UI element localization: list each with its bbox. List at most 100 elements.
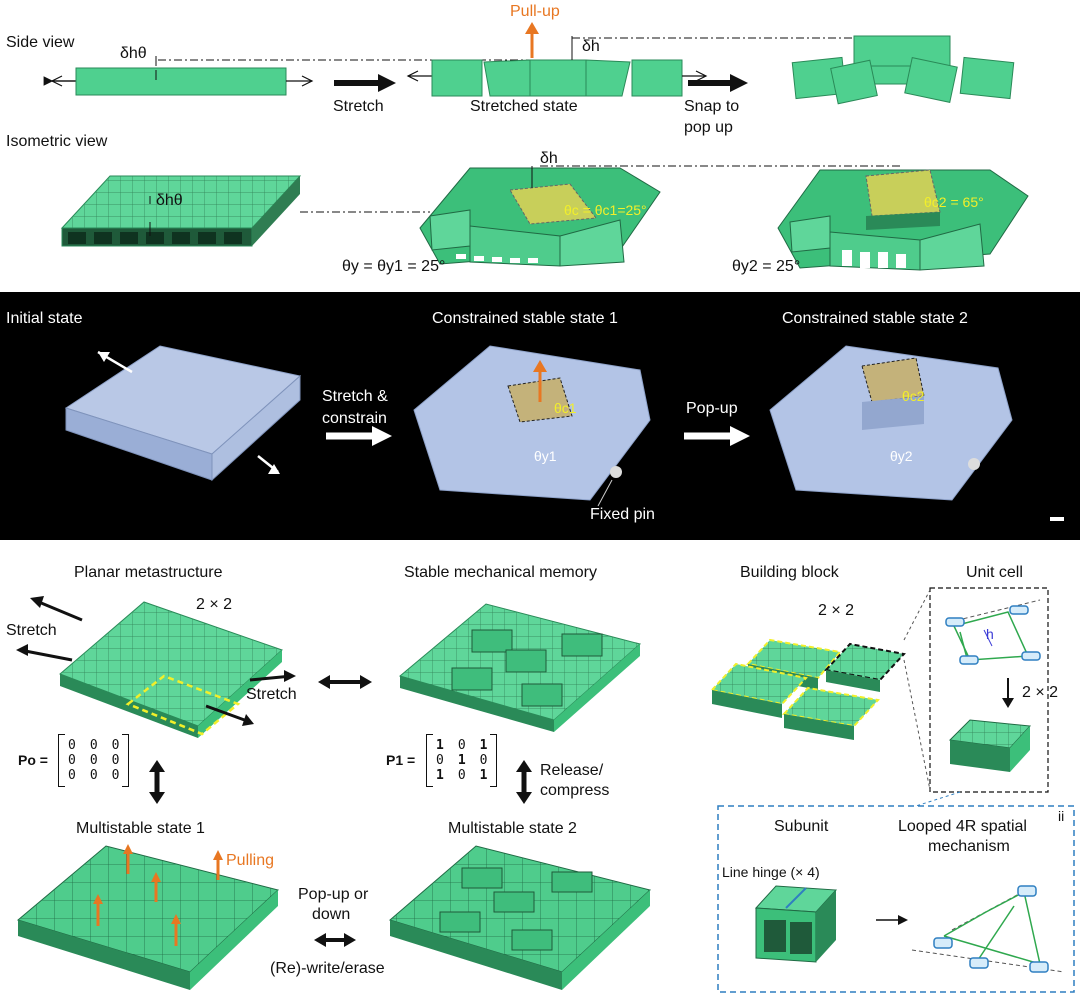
label-pulling: Pulling bbox=[226, 852, 275, 869]
label-photo-theta-c2: θc2 bbox=[902, 388, 925, 404]
label-2x2-block: 2 × 2 bbox=[818, 602, 855, 619]
matrix-cell: 0 bbox=[68, 753, 76, 768]
matrix-cell: 0 bbox=[68, 738, 76, 753]
side-view-popped bbox=[791, 35, 1015, 105]
planar-metastructure bbox=[16, 596, 296, 738]
matrix-cell: 0 bbox=[457, 738, 466, 753]
photo-popup-arrow bbox=[684, 426, 750, 446]
label-stretch-left: Stretch bbox=[6, 622, 57, 639]
matrix-cell: 1 bbox=[457, 753, 466, 768]
double-arrow-bottom bbox=[314, 933, 356, 947]
label-snap-2: pop up bbox=[684, 119, 733, 136]
label-dh-theta: δhθ bbox=[120, 45, 147, 62]
matrix-cell: 0 bbox=[111, 738, 120, 753]
label-csst2: Constrained stable state 2 bbox=[782, 310, 968, 327]
multistable-state-1 bbox=[16, 844, 280, 990]
label-stretch-constrain-1: Stretch & bbox=[322, 388, 388, 405]
label-stretched-state: Stretched state bbox=[470, 98, 578, 115]
matrix-cell: 0 bbox=[457, 768, 466, 783]
label-iso-dh: δh bbox=[540, 150, 558, 167]
label-stretch-constrain-2: constrain bbox=[322, 410, 387, 427]
multistable-state-2 bbox=[388, 845, 652, 990]
label-release-2: compress bbox=[540, 782, 610, 799]
matrix-cell: 0 bbox=[89, 768, 98, 783]
label-2x2-unitcell: 2 × 2 bbox=[1022, 684, 1059, 701]
photo-initial-plate bbox=[64, 345, 302, 482]
label-stable-memory: Stable mechanical memory bbox=[404, 564, 597, 581]
photo-state1 bbox=[413, 345, 651, 507]
label-p0: Po = bbox=[18, 752, 48, 768]
label-rewrite: (Re)-write/erase bbox=[270, 960, 385, 977]
label-stretch-right: Stretch bbox=[246, 686, 297, 703]
label-fixed-pin: Fixed pin bbox=[590, 506, 655, 523]
label-unit-cell: Unit cell bbox=[966, 564, 1023, 581]
label-theta-y2: θy2 = 25° bbox=[732, 258, 801, 275]
double-arrow-horizontal bbox=[318, 675, 372, 689]
label-snap-1: Snap to bbox=[684, 98, 740, 115]
unit-cell-box bbox=[929, 587, 1049, 793]
label-photo-theta-y1: θy1 bbox=[534, 448, 557, 464]
scale-bar bbox=[1050, 517, 1064, 521]
label-planar-metastructure: Planar metastructure bbox=[74, 564, 223, 581]
building-block bbox=[710, 638, 906, 740]
matrix-cell: 0 bbox=[436, 753, 444, 768]
subunit-panel-box bbox=[717, 805, 1075, 993]
label-panel-ii: ii bbox=[1058, 808, 1065, 824]
matrix-cell: 1 bbox=[436, 768, 444, 783]
stable-memory bbox=[398, 603, 642, 732]
label-looped-2: mechanism bbox=[928, 838, 1010, 855]
stretch-arrow-1 bbox=[334, 74, 396, 92]
double-arrow-right-vertical bbox=[516, 760, 532, 804]
label-multi1: Multistable state 1 bbox=[76, 820, 205, 837]
matrix-cell: 0 bbox=[68, 768, 76, 783]
label-line-hinge: Line hinge (× 4) bbox=[722, 864, 820, 880]
matrix-cell: 1 bbox=[479, 768, 488, 783]
unit-cell-2x2-cube bbox=[948, 719, 1032, 772]
label-csst1: Constrained stable state 1 bbox=[432, 310, 618, 327]
label-isometric-view: Isometric view bbox=[6, 133, 108, 150]
matrix-cell: 0 bbox=[479, 753, 488, 768]
label-subunit: Subunit bbox=[774, 818, 829, 835]
iso-popped-structure bbox=[777, 169, 1029, 271]
matrix-cell: 0 bbox=[89, 753, 98, 768]
iso-stretched-structure bbox=[419, 165, 900, 267]
double-arrow-left-vertical bbox=[149, 760, 165, 804]
label-release-1: Release/ bbox=[540, 762, 604, 779]
label-looped-1: Looped 4R spatial bbox=[898, 818, 1027, 835]
side-view-stretched bbox=[406, 22, 860, 97]
subunit-to-mechanism-arrow bbox=[876, 915, 908, 925]
label-p1: P1 = bbox=[386, 752, 416, 768]
unit-cell-mechanism bbox=[945, 599, 1041, 708]
matrix-cell: 1 bbox=[436, 738, 444, 753]
matrix-cell: 0 bbox=[111, 768, 120, 783]
subunit-cube bbox=[754, 885, 838, 963]
label-photo-popup: Pop-up bbox=[686, 400, 738, 417]
label-theta-c1: θc = θc1=25° bbox=[564, 202, 647, 218]
snap-arrow bbox=[688, 74, 748, 92]
label-theta-c2: θc2 = 65° bbox=[924, 194, 984, 210]
label-theta-y1: θy = θy1 = 25° bbox=[342, 258, 446, 275]
matrix-cell: 0 bbox=[89, 738, 98, 753]
label-stretch: Stretch bbox=[333, 98, 384, 115]
looped-4r-mechanism bbox=[911, 885, 1065, 973]
label-h-unit: h bbox=[986, 626, 994, 642]
matrix-cell: 0 bbox=[111, 753, 120, 768]
label-side-view: Side view bbox=[6, 34, 75, 51]
label-initial-state: Initial state bbox=[6, 310, 83, 327]
iso-flat-plate bbox=[60, 175, 430, 247]
label-dh: δh bbox=[582, 38, 600, 55]
label-popup-down-1: Pop-up or bbox=[298, 886, 369, 903]
label-photo-theta-y2: θy2 bbox=[890, 448, 913, 464]
label-pull-up: Pull-up bbox=[510, 3, 560, 20]
label-multi2: Multistable state 2 bbox=[448, 820, 577, 837]
matrix-cell: 1 bbox=[479, 738, 488, 753]
photo-state2 bbox=[769, 345, 1013, 501]
